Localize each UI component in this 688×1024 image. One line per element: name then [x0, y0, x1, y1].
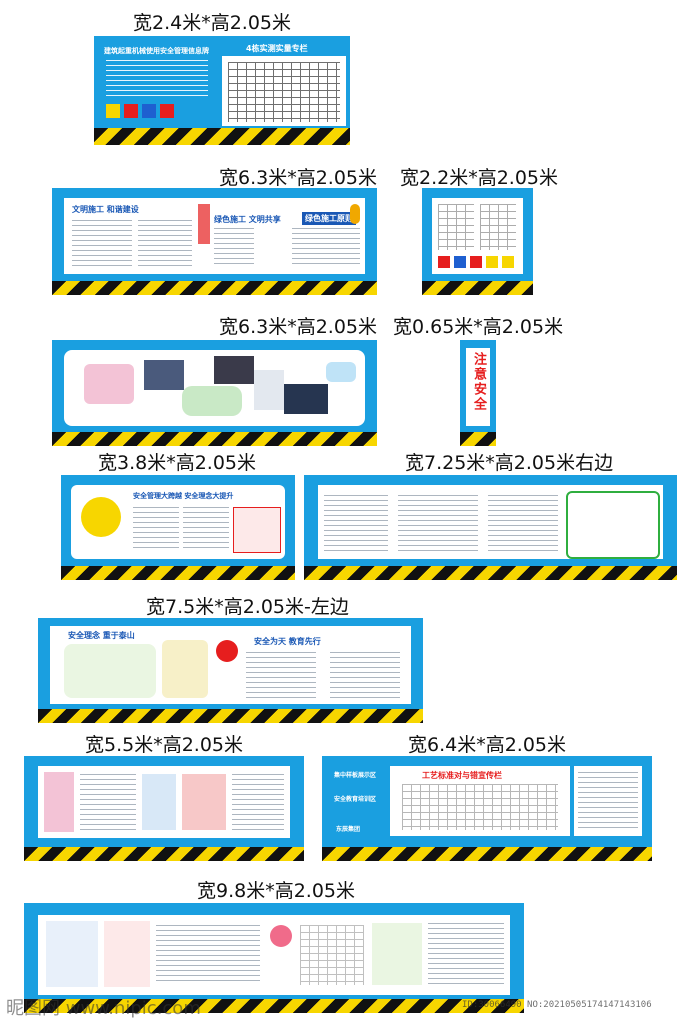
board-1: 建筑起重机械使用安全管理信息牌 4栋实测实量专栏 [94, 36, 350, 145]
mandatory-sign-icon [142, 104, 156, 118]
board-11 [24, 903, 524, 1013]
board-1-panel-2-title: 4栋实测实量专栏 [246, 44, 308, 53]
board-2-size-label: 宽6.3米*高2.05米 [219, 167, 378, 189]
safety-sign-icon [470, 256, 482, 268]
board-5-size-label: 宽0.65米*高2.05米 [393, 316, 564, 338]
board-2-heading-1: 文明施工 和谐建设 [72, 205, 139, 214]
board-10-heading-2: 安全教育培训区 [334, 796, 377, 803]
sample-photo-gallery [402, 784, 558, 830]
board-6-heading: 安全管理大跨越 安全理念大提升 [133, 492, 234, 500]
worker-figure-icon [350, 204, 360, 224]
board-10-size-label: 宽6.4米*高2.05米 [408, 734, 567, 756]
panel-header [222, 40, 346, 56]
safety-sign-icon [454, 256, 466, 268]
board-3 [422, 188, 533, 295]
watermark-id: ID:30066490 NO:20210505174147143106 [462, 1000, 652, 1010]
prohibition-sign-icon [160, 104, 174, 118]
board-11-size-label: 宽9.8米*高2.05米 [197, 880, 356, 902]
board-4 [52, 340, 377, 446]
board-10-heading-4: 东辰集团 [336, 826, 361, 833]
board-3-size-label: 宽2.2米*高2.05米 [400, 167, 559, 189]
board-7 [304, 475, 677, 580]
info-table [438, 204, 474, 250]
safety-sign-icon [438, 256, 450, 268]
safety-sign-icon [486, 256, 498, 268]
board-10-heading-1: 集中样板展示区 [334, 772, 377, 779]
safety-mascot-icon [81, 497, 121, 537]
board-10: 集中样板展示区 安全教育培训区 东辰集团 工艺标准对与错宣传栏 [322, 756, 652, 861]
board-1-panel-1-title: 建筑起重机械使用安全管理信息牌 [104, 47, 209, 55]
board-1-size-label: 宽2.4米*高2.05米 [133, 12, 292, 34]
board-9 [24, 756, 304, 861]
board-9-size-label: 宽5.5米*高2.05米 [85, 734, 244, 756]
heart-icon [216, 640, 238, 662]
board-8: 安全理念 重于泰山 安全为天 教育先行 [38, 618, 423, 723]
info-table [480, 204, 516, 250]
board-4-size-label: 宽6.3米*高2.05米 [219, 316, 378, 338]
info-table [300, 925, 364, 985]
watermark-site: 昵图网 www.nipic.com [6, 998, 201, 1019]
board-8-size-label: 宽7.5米*高2.05米-左边 [146, 596, 349, 618]
measurement-table [228, 62, 340, 122]
board-2: 文明施工 和谐建设 绿色施工 文明共享 绿色施工原则 [52, 188, 377, 295]
board-6-size-label: 宽3.8米*高2.05米 [98, 452, 257, 474]
mascot-icon [270, 925, 292, 947]
board-5: 注意安全 [460, 340, 496, 446]
board-8-heading-1: 安全理念 重于泰山 [68, 631, 135, 640]
board-7-size-label: 宽7.25米*高2.05米右边 [405, 452, 614, 474]
board-10-heading-3: 工艺标准对与错宣传栏 [422, 771, 502, 780]
board-5-text: 注意安全 [471, 352, 486, 412]
board-2-heading-2: 绿色施工 文明共享 [214, 215, 281, 224]
board-6: 安全管理大跨越 安全理念大提升 [61, 475, 295, 580]
prohibition-sign-icon [124, 104, 138, 118]
board-2-heading-3: 绿色施工原则 [302, 212, 356, 225]
board-8-heading-2: 安全为天 教育先行 [254, 637, 321, 646]
safety-sign-icon [502, 256, 514, 268]
warning-sign-icon [106, 104, 120, 118]
